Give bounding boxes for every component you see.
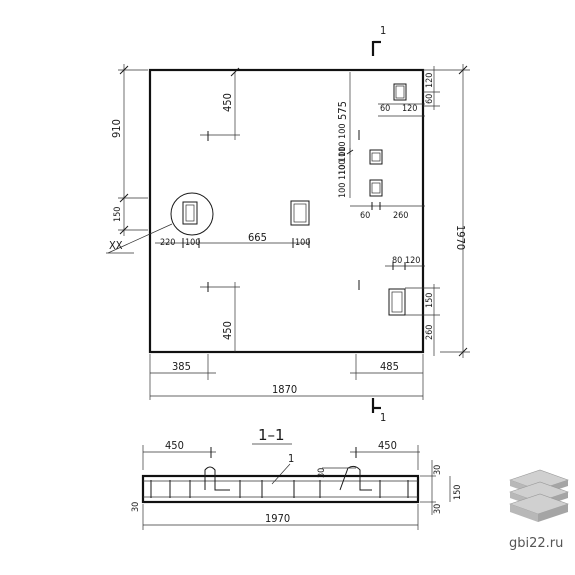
dim-left-150: 150 [113, 207, 123, 222]
section-marker-bottom: 1 [371, 398, 386, 424]
dim-485: 485 [380, 360, 399, 373]
dim-260b: 260 [425, 325, 435, 340]
center-hole-row: 220 100 665 100 [155, 200, 310, 248]
dim-60b: 60 [425, 94, 435, 104]
hole-lower-right: 80 120 150 260 [385, 256, 440, 356]
dim-120c: 120 [405, 256, 420, 266]
plan-view: 1 1 910 150 XX [106, 24, 470, 424]
section-dim-450-right: 450 [378, 439, 397, 452]
dim-120a: 120 [402, 104, 417, 114]
dim-left-910: 910 [110, 119, 123, 138]
dim-right-1970: 1970 [454, 225, 467, 250]
slab-outline [148, 68, 425, 354]
section-marker-top: 1 [371, 24, 386, 56]
section-slab [141, 474, 420, 504]
dim-low-450: 450 [221, 321, 234, 340]
layers-icon [509, 469, 569, 522]
section-dim-30-right-bottom: 30 [433, 504, 443, 514]
dim-100b: 100 [295, 238, 310, 248]
left-dimension-chain: 910 150 [110, 64, 148, 236]
right-dimension-1970: 1970 [440, 64, 470, 358]
dim-260a: 260 [393, 211, 408, 221]
dim-385: 385 [172, 360, 191, 373]
dim-60c: 60 [360, 211, 370, 221]
detail-callout-xx: XX [106, 192, 214, 254]
hole-top-right: 60 120 120 60 [378, 66, 440, 117]
watermark-site: gbi22.ru [509, 536, 563, 551]
section-dim-1970: 1970 [265, 512, 290, 525]
section-marker-bottom-label: 1 [380, 411, 386, 424]
section-title: 1–1 [258, 426, 285, 444]
section-dim-30-right-top: 30 [433, 465, 443, 475]
lower-inner-dims: 450 [200, 280, 360, 352]
dim-60a: 60 [380, 104, 390, 114]
dim-150: 150 [425, 293, 435, 308]
holes-middle-right: 100 110 100 100 110 100 60 260 [338, 124, 425, 221]
dim-100-110-100: 100 110 100 [338, 124, 348, 176]
section-dim-450-left: 450 [165, 439, 184, 452]
dim-1870: 1870 [272, 383, 297, 396]
dim-80: 80 [392, 256, 402, 266]
section-dim-30-left-bottom: 30 [131, 502, 141, 512]
section-marker-top-label: 1 [380, 24, 386, 37]
lifting-loop-left [204, 466, 230, 491]
dim-220: 220 [160, 238, 175, 248]
dim-100a: 100 [185, 238, 200, 248]
detail-mark-xx: XX [109, 239, 123, 252]
dim-100-110-100b: 100 110 100 [338, 147, 348, 199]
section-view: 1–1 450 450 1 30 [131, 426, 463, 530]
section-dim-30-top: 30 [317, 468, 327, 478]
watermark-logo: gbi22.ru [509, 469, 569, 551]
top-inner-dims: 450 575 [200, 67, 360, 155]
dim-665: 665 [248, 231, 267, 244]
bottom-dimension-chain: 385 485 1870 [149, 354, 424, 400]
dim-top-575: 575 [336, 101, 349, 120]
dim-top-450: 450 [221, 93, 234, 112]
dim-120b: 120 [425, 73, 435, 88]
section-leader-1: 1 [288, 452, 294, 465]
section-dim-150: 150 [453, 485, 463, 500]
rebar-ticks [150, 480, 409, 498]
lifting-loop-right [339, 465, 372, 491]
